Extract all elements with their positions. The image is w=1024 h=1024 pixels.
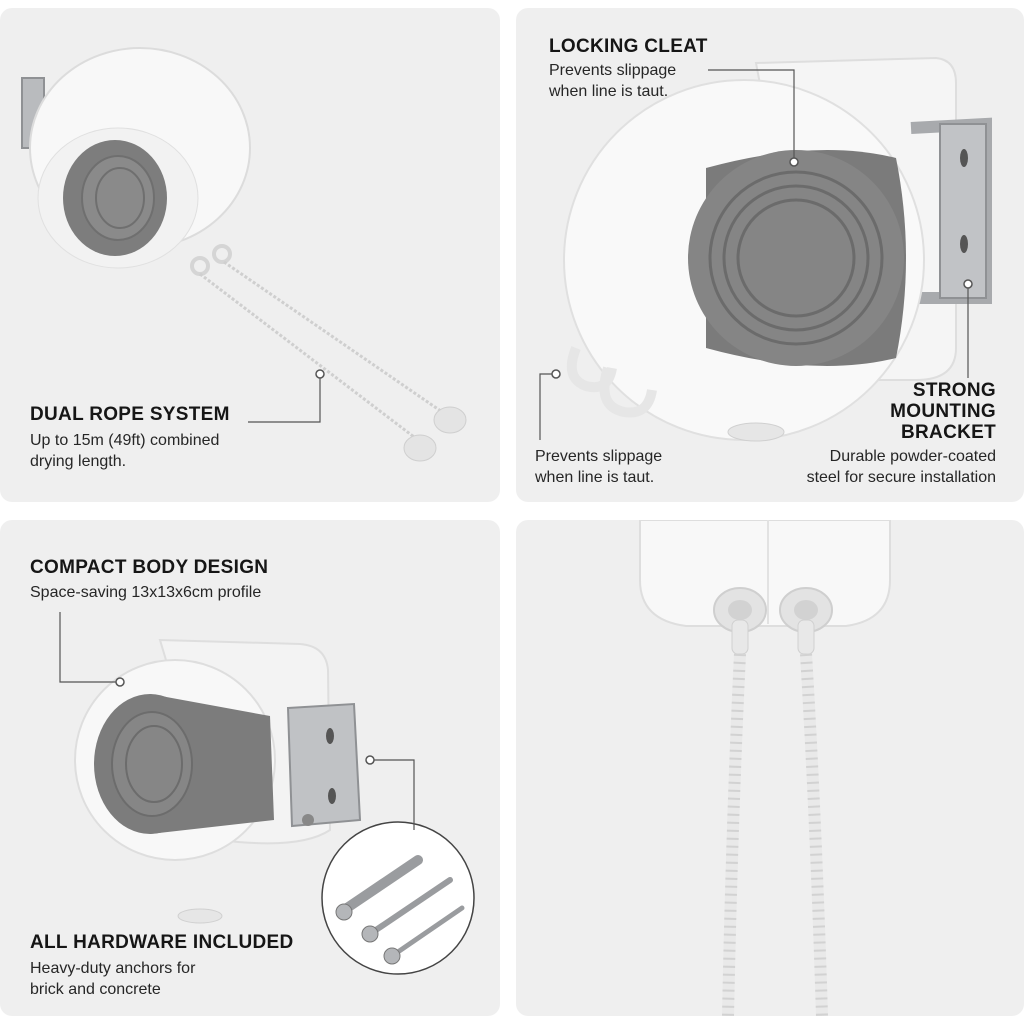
feature-title: DUAL ROPE SYSTEM xyxy=(30,404,230,425)
feature-text-line: Space-saving 13x13x6cm profile xyxy=(30,584,262,601)
feature-text-line: Prevents slippage xyxy=(549,62,677,79)
mounting-bracket xyxy=(286,702,362,828)
hardware-text: Heavy-duty anchors for brick and concret… xyxy=(30,958,290,1000)
feature-text-line: Prevents slippage xyxy=(535,448,663,465)
rope-exit-illustration xyxy=(639,520,891,1016)
hardware-title: ALL HARDWARE INCLUDED xyxy=(30,932,294,953)
feature-text-line: when line is taut. xyxy=(549,83,669,100)
hardware-inset xyxy=(321,821,475,975)
feature-text-line: steel for secure installation xyxy=(806,469,996,486)
panel-rope-closeup xyxy=(516,520,1024,1016)
callout-dot xyxy=(115,677,125,687)
feature-text: Prevents slippage when line is taut. xyxy=(549,60,809,102)
feature-text: Space-saving 13x13x6cm profile xyxy=(30,582,290,603)
panel-compact-body: COMPACT BODY DESIGN Space-saving 13x13x6… xyxy=(0,520,500,1016)
rope-line xyxy=(223,260,449,418)
rope-line xyxy=(800,653,828,1016)
feature-text-line: Durable powder-coated xyxy=(829,448,996,465)
feature-text-line: drying length. xyxy=(30,453,127,470)
callout-line xyxy=(374,759,415,830)
panel-dual-rope: DUAL ROPE SYSTEM Up to 15m (49ft) combin… xyxy=(0,8,500,502)
callout-dot xyxy=(315,369,325,379)
suction-cup xyxy=(403,434,437,462)
feature-text: Up to 15m (49ft) combined drying length. xyxy=(30,430,290,472)
callout-line xyxy=(539,373,552,440)
feature-text-line: when line is taut. xyxy=(535,469,655,486)
feature-text-line: Heavy-duty anchors for xyxy=(30,960,196,977)
bracket-title-line: BRACKET xyxy=(901,422,996,443)
reel-front-illustration xyxy=(539,56,992,442)
callout-dot xyxy=(365,755,375,765)
rope-line xyxy=(199,272,419,442)
rope-hook xyxy=(599,366,657,418)
bracket-title: STRONG MOUNTING BRACKET xyxy=(796,380,996,443)
callout-dot xyxy=(551,369,561,379)
suction-cup xyxy=(433,406,467,434)
feature-text-line: brick and concrete xyxy=(30,981,161,998)
panel-locking-cleat: LOCKING CLEAT Prevents slippage when lin… xyxy=(516,8,1024,502)
feature-text-line: Up to 15m (49ft) combined xyxy=(30,432,220,449)
callout-line xyxy=(59,612,116,683)
feature-title: LOCKING CLEAT xyxy=(549,36,708,57)
hook-text: Prevents slippage when line is taut. xyxy=(535,446,795,488)
bracket-title-line: MOUNTING xyxy=(890,401,996,422)
callout-dot xyxy=(789,157,799,167)
rope-line xyxy=(722,653,746,1016)
bracket-text: Durable powder-coated steel for secure i… xyxy=(756,446,996,488)
reel-side-illustration xyxy=(21,47,467,462)
screw-anchor-icon xyxy=(335,855,465,965)
reel-compact-illustration xyxy=(59,612,475,975)
bracket-title-line: STRONG xyxy=(912,380,996,401)
callout-line xyxy=(248,378,321,423)
callout-dot xyxy=(963,279,973,289)
callout-line xyxy=(708,69,795,158)
feature-title: COMPACT BODY DESIGN xyxy=(30,557,269,578)
